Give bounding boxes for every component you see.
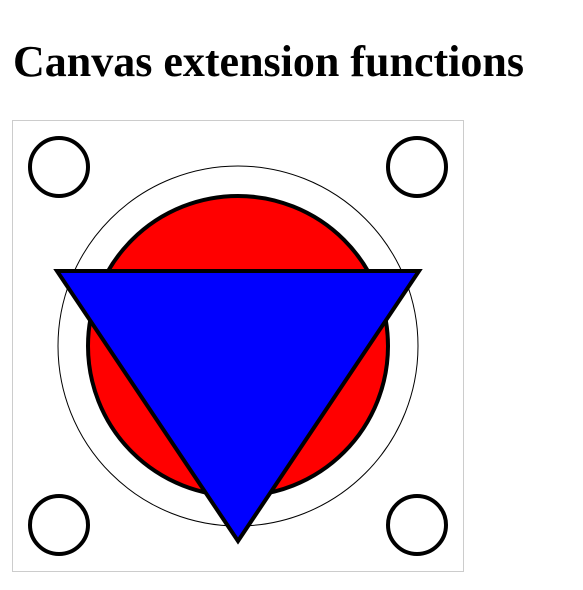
corner-circle-top-right <box>386 136 448 198</box>
corner-circle-bottom-right <box>386 494 448 556</box>
page-title: Canvas extension functions <box>13 37 524 86</box>
canvas-drawing <box>28 136 448 556</box>
corner-circle-top-left <box>28 136 90 198</box>
blue-triangle <box>53 269 423 545</box>
corner-circle-bottom-left <box>28 494 90 556</box>
drawing-canvas <box>12 120 464 572</box>
